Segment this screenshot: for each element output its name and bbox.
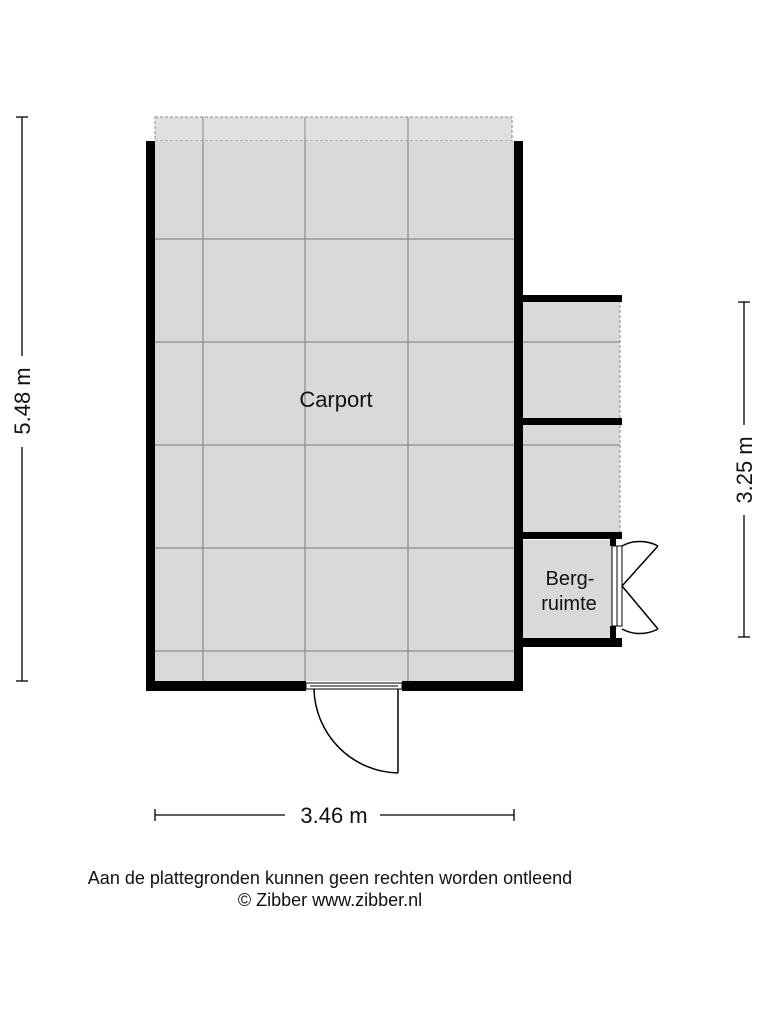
dimension-height: [16, 116, 28, 682]
dimension-side-height: [738, 301, 750, 638]
carport-door: [305, 682, 403, 774]
copyright-text: © Zibber www.zibber.nl: [237, 890, 423, 910]
disclaimer-text: Aan de plattegronden kunnen geen rechten…: [87, 868, 573, 888]
dimension-width: [154, 809, 515, 821]
room-label-storage-1: Berg-: [546, 568, 595, 590]
room-label-carport: Carport: [299, 387, 372, 412]
roof-extension: [154, 116, 513, 142]
room-label-storage-2: ruimte: [541, 593, 597, 615]
dimension-side-height-label: 3.25 m: [732, 436, 757, 503]
carport-floor: [155, 141, 514, 681]
dimension-width-label: 3.46 m: [300, 803, 367, 828]
dimension-height-label: 5.48 m: [10, 367, 35, 434]
walls: [146, 141, 622, 691]
storage-floor: [522, 540, 614, 638]
storage-door: [611, 540, 659, 635]
